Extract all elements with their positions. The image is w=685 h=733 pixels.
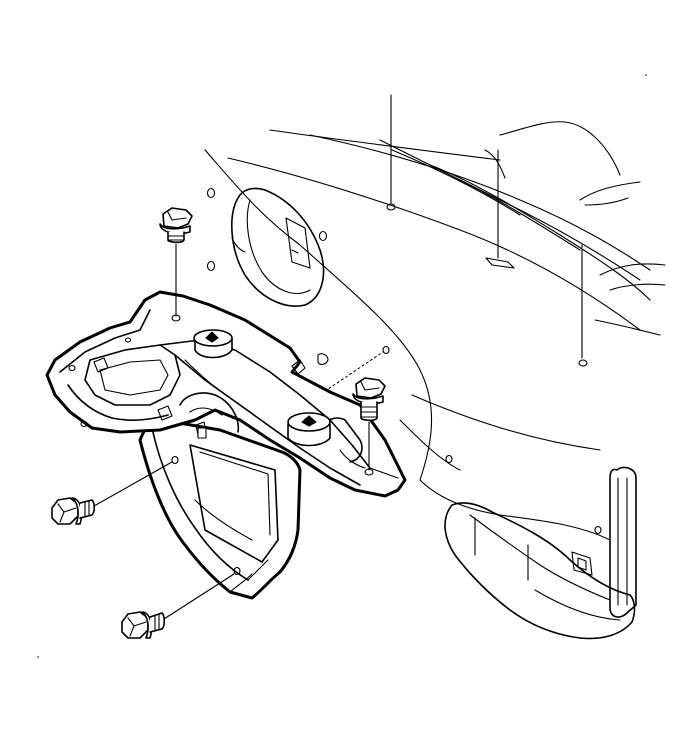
bolt-top-right — [352, 377, 386, 476]
lower-splash-shield — [138, 416, 302, 600]
bracket-pin — [197, 427, 207, 439]
body-panel — [204, 94, 666, 640]
bumper-left — [193, 329, 233, 359]
rubber-bumpers — [193, 329, 331, 447]
bolt-top-left — [159, 207, 193, 322]
bumper-right — [287, 412, 331, 447]
bolt-bottom-left — [121, 566, 241, 639]
speck — [645, 74, 647, 76]
speck — [37, 656, 39, 658]
bolt-lower-left — [51, 455, 179, 525]
